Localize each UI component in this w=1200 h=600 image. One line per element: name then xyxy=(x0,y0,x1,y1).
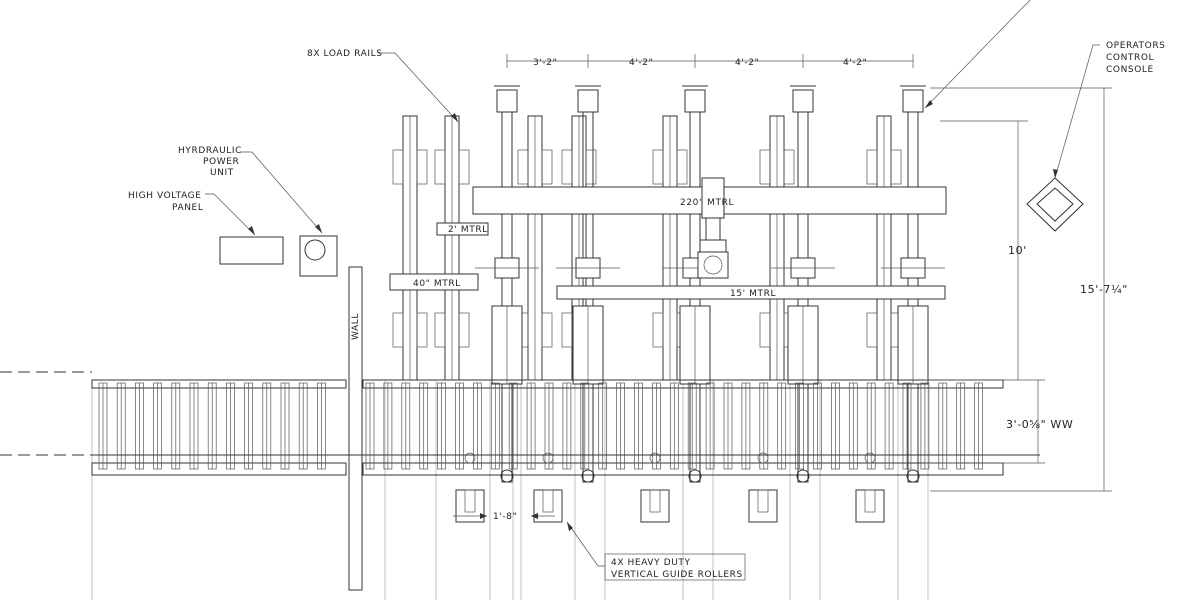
guide-pivot xyxy=(649,452,661,464)
guide-roller xyxy=(464,489,476,513)
operators-control-console-label-line1: OPERATORS xyxy=(1106,41,1166,51)
rail-pad xyxy=(541,312,553,348)
guide-roller xyxy=(542,489,554,513)
beam-40-mtrl xyxy=(389,273,479,291)
guide-rollers-label-box xyxy=(604,553,746,581)
drive-motor xyxy=(697,177,729,279)
guide-rollers-label-line2: VERTICAL GUIDE ROLLERS xyxy=(611,570,743,580)
rail-pad xyxy=(890,149,902,185)
rail-pad xyxy=(541,149,553,185)
rail-pad xyxy=(759,149,771,185)
guide-roller-bracket xyxy=(533,489,563,523)
guide-rollers-label-line1: 4X HEAVY DUTY xyxy=(611,558,691,568)
guide-roller-brackets-group xyxy=(455,452,885,523)
dim-spacing-3: 4'-2" xyxy=(735,58,759,68)
roller-conveyor-group xyxy=(91,379,1004,476)
section-grid-lines xyxy=(91,380,929,600)
mtrl-40-label: 40" MTRL xyxy=(413,279,461,289)
dim-height-total: 15'-7¼" xyxy=(1080,283,1128,296)
conveyor-frame-top xyxy=(91,379,347,389)
high-voltage-panel xyxy=(219,236,284,265)
rail-pad xyxy=(458,312,470,348)
rail-pad xyxy=(561,312,573,348)
rail-pad xyxy=(416,149,428,185)
dim-roller-gap: 1'-8" xyxy=(493,512,517,522)
wall-label: WALL xyxy=(351,313,361,340)
rail-pad xyxy=(759,312,771,348)
conveyor-frame-top xyxy=(362,379,1004,389)
dim-spacing-4: 4'-2" xyxy=(843,58,867,68)
column-foot xyxy=(906,469,920,483)
dim-height-10: 10' xyxy=(1008,244,1027,257)
rail-pad xyxy=(652,312,664,348)
column-foot xyxy=(500,469,514,483)
rail-pad xyxy=(416,312,428,348)
rail-pad xyxy=(585,149,597,185)
infeed-boundary xyxy=(0,371,1040,456)
column-top-clevis xyxy=(577,89,599,113)
guide-pivot xyxy=(864,452,876,464)
rail-pad xyxy=(561,149,573,185)
conveyor-frame-bottom xyxy=(362,462,1004,476)
rail-pad xyxy=(434,149,446,185)
operators-control-console-label-line2: CONTROL xyxy=(1106,53,1154,63)
guide-roller xyxy=(649,489,661,513)
rail-pad xyxy=(866,312,878,348)
rail-pad xyxy=(392,149,404,185)
high-voltage-panel-label-line1: HIGH VOLTAGE xyxy=(128,191,202,201)
guide-roller xyxy=(864,489,876,513)
rail-pad xyxy=(517,149,529,185)
column-top-clevis xyxy=(496,89,518,113)
column-foot xyxy=(581,469,595,483)
guide-roller-bracket xyxy=(855,489,885,523)
leader-lines xyxy=(205,0,1100,567)
beam-2-mtrl xyxy=(436,222,489,236)
load-rails-label: 8X LOAD RAILS xyxy=(307,49,383,59)
column-top-clevis xyxy=(792,89,814,113)
operators-control-console-label-line3: CONSOLE xyxy=(1106,65,1154,75)
column-foot xyxy=(688,469,702,483)
operators-control-console xyxy=(1026,177,1084,232)
lift-column xyxy=(501,111,513,483)
column-foot xyxy=(796,469,810,483)
dimension-lines xyxy=(453,54,1112,519)
guide-pivot xyxy=(464,452,476,464)
guide-roller-bracket xyxy=(640,489,670,523)
dim-spacing-1: 3'-2" xyxy=(533,58,557,68)
rail-pad xyxy=(676,149,688,185)
load-rails-group xyxy=(392,115,902,381)
dim-spacing-2: 4'-2" xyxy=(629,58,653,68)
rail-pad xyxy=(434,312,446,348)
mtrl-2-label: 2' MTRL xyxy=(448,225,488,235)
lift-columns-group xyxy=(475,85,945,483)
mtrl-15-label: 15' MTRL xyxy=(730,289,776,299)
guide-pivot xyxy=(542,452,554,464)
rail-pad xyxy=(458,149,470,185)
conveyor-frame-bottom xyxy=(91,462,347,476)
column-top-clevis xyxy=(902,89,924,113)
guide-roller-bracket xyxy=(455,489,485,523)
dim-ww: 3'-0⅝" WW xyxy=(1006,418,1073,431)
wall xyxy=(348,266,363,591)
high-voltage-panel-label-line2: PANEL xyxy=(172,203,203,213)
guide-pivot xyxy=(757,452,769,464)
hydraulic-power-unit xyxy=(299,235,338,277)
rail-pad xyxy=(392,312,404,348)
rail-pad xyxy=(652,149,664,185)
hydraulic-power-unit-label-line1: HYRDRAULIC xyxy=(178,146,242,156)
guide-roller xyxy=(757,489,769,513)
hydraulic-power-unit-label-line2: POWER xyxy=(203,157,239,167)
hydraulic-power-unit-label-line3: UNIT xyxy=(210,168,234,178)
guide-roller-bracket xyxy=(748,489,778,523)
beam-15-mtrl xyxy=(556,285,946,300)
column-top-clevis xyxy=(684,89,706,113)
rail-pad xyxy=(783,149,795,185)
mtrl-220-label: 220" MTRL xyxy=(680,198,734,208)
rail-pad xyxy=(866,149,878,185)
